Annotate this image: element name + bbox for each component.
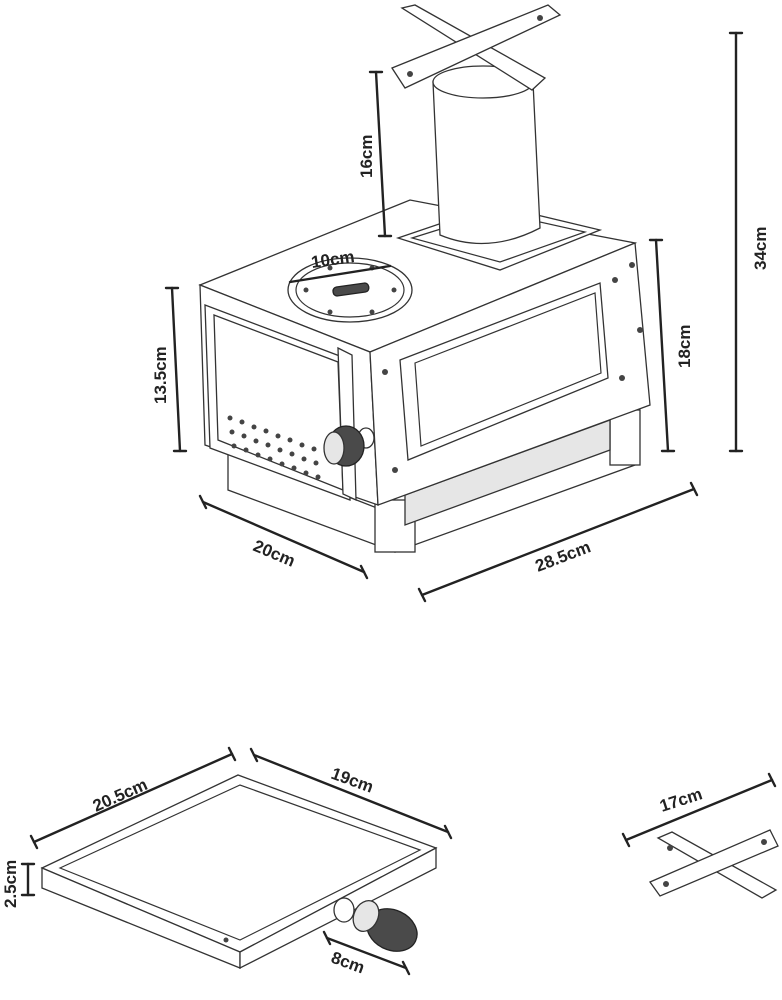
- stove-dimension-lines: [164, 31, 744, 603]
- body-height-label: 18cm: [675, 325, 694, 368]
- tray-length-label: 19cm: [329, 764, 376, 797]
- handle-length-label: 8cm: [329, 948, 367, 977]
- total-height-label: 34cm: [751, 227, 770, 270]
- tray-width-label: 20.5cm: [90, 775, 150, 816]
- length-label: 28.5cm: [533, 537, 594, 575]
- chimney-height-label: 16cm: [357, 135, 376, 178]
- stove-drawing: [198, 4, 651, 553]
- tray-height-label: 2.5cm: [1, 860, 20, 908]
- tray-drawing: [40, 774, 438, 970]
- tray-dimension-lines: [20, 746, 453, 976]
- vent-holes: [227, 415, 321, 480]
- stand-dimension-lines: [621, 772, 777, 848]
- pot-stand-drawing: [649, 829, 779, 899]
- door-height-label: 13.5cm: [151, 346, 170, 404]
